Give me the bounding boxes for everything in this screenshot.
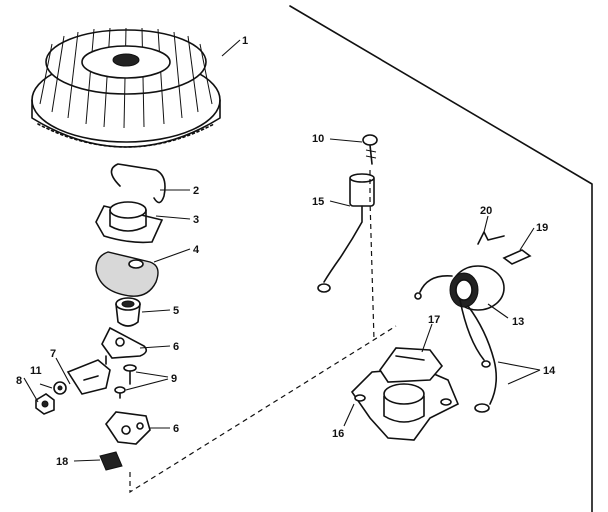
wire-clip xyxy=(477,231,505,245)
bushing xyxy=(115,297,141,327)
breaker-housing xyxy=(350,367,460,441)
terminal-screw xyxy=(362,134,378,165)
condenser xyxy=(317,173,375,293)
flywheel xyxy=(31,27,221,148)
callout-17: 17 xyxy=(428,314,440,326)
nut xyxy=(35,393,55,415)
callout-labels: 1 2 3 4 5 6 7 9 11 8 6 18 10 15 20 19 13… xyxy=(16,35,556,468)
callout-6-plate: 6 xyxy=(173,423,179,435)
spring-clip xyxy=(110,163,166,204)
small-pad xyxy=(99,451,123,471)
callout-8: 8 xyxy=(16,375,22,387)
callout-19: 19 xyxy=(536,222,548,234)
alignment-lines xyxy=(129,170,397,494)
breaker-arm xyxy=(101,326,148,365)
ignition-coil xyxy=(414,265,505,368)
gasket-plate xyxy=(95,251,159,297)
callout-4: 4 xyxy=(193,244,200,256)
breaker-points xyxy=(379,347,444,383)
callout-11: 11 xyxy=(30,365,42,377)
callout-15: 15 xyxy=(312,196,324,208)
callout-20: 20 xyxy=(480,205,492,217)
callout-10: 10 xyxy=(312,133,324,145)
callout-3: 3 xyxy=(193,214,199,226)
callout-1: 1 xyxy=(242,35,248,47)
bracket xyxy=(66,359,111,395)
callout-16: 16 xyxy=(332,428,344,440)
coil-leads xyxy=(467,305,498,413)
callout-13: 13 xyxy=(512,316,524,328)
callout-14: 14 xyxy=(543,365,556,377)
sleeve-bushing xyxy=(95,201,164,244)
callout-7: 7 xyxy=(50,348,56,360)
leader-lines xyxy=(23,39,541,462)
callout-9: 9 xyxy=(171,373,177,385)
callout-2: 2 xyxy=(193,185,199,197)
ground-tab xyxy=(502,249,532,265)
frame-border xyxy=(289,5,593,512)
screws xyxy=(114,364,137,399)
breaker-base-plate xyxy=(105,411,151,445)
callout-5: 5 xyxy=(173,305,179,317)
washer xyxy=(53,381,67,395)
callout-18: 18 xyxy=(56,456,68,468)
callout-6-arm: 6 xyxy=(173,341,179,353)
